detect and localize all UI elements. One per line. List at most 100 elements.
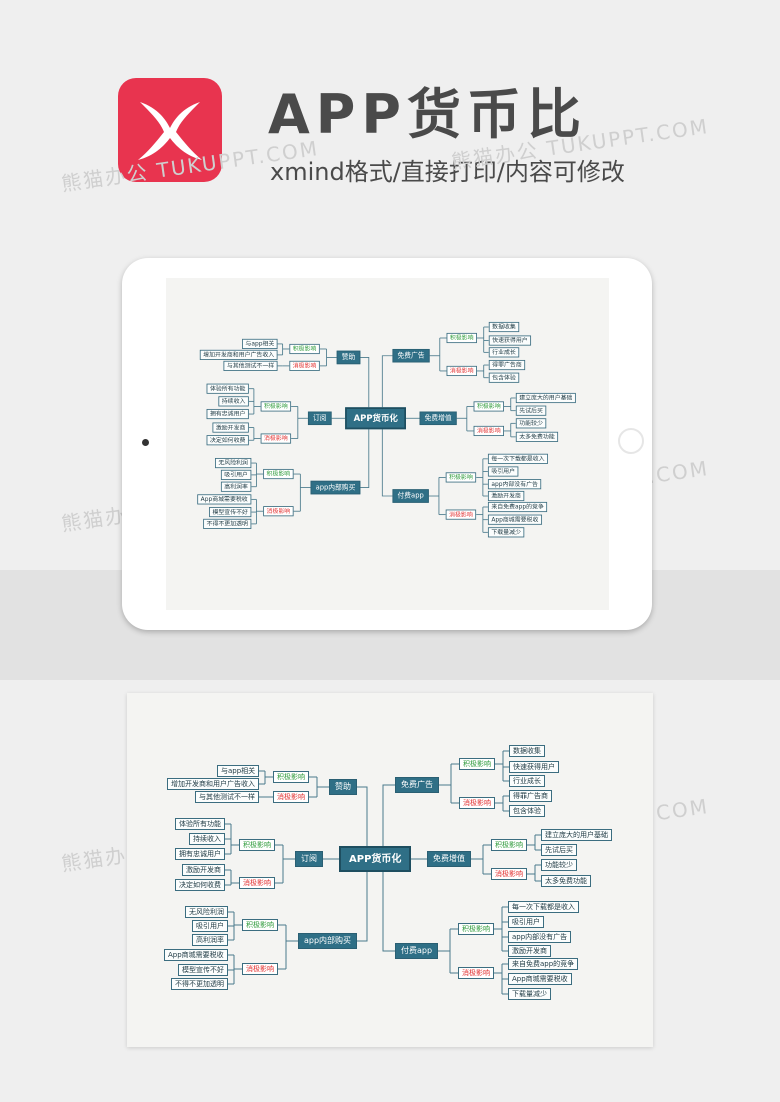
- leaf-item: 增加开发商和用户广告收入: [167, 778, 259, 790]
- leaf-item: 行业成长: [509, 775, 545, 787]
- positive-impact-label: 积极影响: [239, 839, 275, 851]
- leaf-item: 与app相关: [217, 765, 260, 777]
- home-button: [618, 428, 644, 454]
- leaf-item: 吸引用户: [220, 469, 252, 480]
- leaf-item: 不得不更加透明: [203, 518, 252, 529]
- leaf-item: 体验所有功能: [175, 818, 225, 830]
- branch-neigou: app内部购买: [310, 480, 361, 495]
- branch-fufei: 付费app: [395, 943, 439, 959]
- positive-impact-label: 积极影响: [491, 839, 527, 851]
- leaf-item: 数据收集: [488, 321, 520, 333]
- leaf-item: App商城需要税收: [508, 973, 572, 985]
- negative-impact-label: 消极影响: [239, 877, 275, 889]
- mindmap-preview: APP货币化赞助积极影响消极影响与app相关增加开发商和用户广告收入与其他测试不…: [127, 693, 653, 1047]
- leaf-item: App商城需要税收: [164, 949, 228, 961]
- positive-impact-label: 积极影响: [459, 758, 495, 770]
- leaf-item: 每一次下载都是收入: [487, 453, 548, 464]
- leaf-item: 太多免费功能: [541, 875, 591, 887]
- negative-impact-label: 消极影响: [445, 509, 477, 520]
- leaf-item: 建立庞大的用户基础: [515, 392, 576, 404]
- leaf-item: 每一次下载都是收入: [508, 901, 579, 913]
- positive-impact-label: 积极影响: [473, 401, 504, 412]
- leaf-item: 模型宣传不好: [178, 964, 228, 976]
- leaf-item: app内部没有广告: [508, 931, 572, 943]
- positive-impact-label: 积极影响: [242, 919, 278, 931]
- positive-impact-label: 积极影响: [273, 771, 309, 783]
- leaf-item: 功能较少: [515, 418, 547, 429]
- leaf-item: 快速获得用户: [509, 761, 559, 773]
- xmind-x-icon: [138, 102, 202, 160]
- leaf-item: 模型宣传不好: [209, 506, 252, 518]
- leaf-item: 功能较少: [541, 859, 577, 871]
- branch-dingyue: 订阅: [307, 411, 332, 426]
- leaf-item: app内部没有广告: [487, 479, 542, 490]
- leaf-item: 持续收入: [218, 396, 249, 407]
- camera-dot: [142, 439, 149, 446]
- positive-impact-label: 积极影响: [445, 472, 477, 483]
- leaf-item: 高利润率: [220, 481, 252, 492]
- leaf-item: 无风险利润: [215, 457, 252, 469]
- leaf-item: 吸引用户: [508, 916, 544, 928]
- branch-dingyue: 订阅: [295, 851, 323, 867]
- leaf-item: 决定如何收费: [175, 879, 225, 891]
- center-topic: APP货币化: [345, 407, 407, 430]
- leaf-item: 先试后买: [515, 405, 547, 416]
- leaf-item: 数据收集: [509, 745, 545, 757]
- leaf-item: 吸引用户: [192, 920, 228, 932]
- positive-impact-label: 积极影响: [263, 468, 294, 480]
- leaf-item: 先试后买: [541, 844, 577, 856]
- negative-impact-label: 消极影响: [491, 868, 527, 880]
- leaf-item: 吸引用户: [487, 466, 519, 477]
- leaf-item: 激励开发商: [182, 864, 225, 876]
- leaf-item: 行业成长: [488, 347, 520, 358]
- leaf-item: 体验所有功能: [206, 383, 249, 394]
- positive-impact-label: 积极影响: [289, 343, 320, 355]
- page-subtitle: xmind格式/直接打印/内容可修改: [270, 158, 625, 186]
- branch-zengzhi: 免费增值: [419, 411, 457, 426]
- leaf-item: App商城需要税收: [487, 514, 542, 525]
- leaf-item: 增加开发商和用户广告收入: [199, 349, 278, 360]
- xmind-logo: [118, 78, 222, 182]
- branch-zanzhu: 赞助: [329, 779, 357, 795]
- negative-impact-label: 消极影响: [473, 425, 504, 437]
- leaf-item: 包含体验: [488, 372, 520, 383]
- leaf-item: 与其他测试不一样: [223, 360, 278, 371]
- leaf-item: 来自免费app的竞争: [487, 501, 548, 513]
- connector-lines: [225, 750, 541, 995]
- negative-impact-label: 消极影响: [446, 365, 477, 377]
- negative-impact-label: 消极影响: [459, 797, 495, 809]
- branch-guanggao: 免费广告: [395, 777, 439, 793]
- leaf-item: 持续收入: [189, 833, 225, 845]
- negative-impact-label: 消极影响: [458, 967, 494, 979]
- leaf-item: 激励开发商: [508, 945, 551, 957]
- leaf-item: 下载量减少: [487, 527, 525, 538]
- positive-impact-label: 积极影响: [458, 923, 494, 935]
- leaf-item: 建立庞大的用户基础: [541, 829, 612, 841]
- negative-impact-label: 消极影响: [273, 791, 309, 803]
- leaf-item: 决定如何收费: [206, 435, 249, 446]
- leaf-item: 高利润率: [192, 934, 228, 946]
- leaf-item: 激励开发商: [212, 422, 249, 433]
- leaf-item: 与其他测试不一样: [195, 791, 259, 803]
- leaf-item: 快速获得用户: [488, 335, 532, 346]
- center-topic: APP货币化: [339, 846, 412, 872]
- leaf-item: App商城需要税收: [197, 494, 252, 505]
- page-title: APP货币比: [268, 83, 587, 146]
- connector-lines: [248, 326, 516, 533]
- tablet-screen: APP货币化赞助积极影响消极影响与app相关增加开发商和用户广告收入与其他测试不…: [166, 278, 609, 610]
- negative-impact-label: 消极影响: [260, 433, 292, 444]
- branch-zengzhi: 免费增值: [427, 851, 471, 867]
- negative-impact-label: 消极影响: [242, 963, 278, 975]
- branch-zanzhu: 赞助: [336, 350, 361, 365]
- leaf-item: 包含体验: [509, 805, 545, 817]
- leaf-item: 与app相关: [242, 338, 278, 349]
- leaf-item: 不得不更加透明: [171, 978, 228, 990]
- leaf-item: 拥有忠诚用户: [175, 848, 225, 860]
- leaf-item: 激励开发商: [487, 490, 525, 502]
- leaf-item: 拥有忠诚用户: [206, 408, 249, 420]
- branch-neigou: app内部购买: [298, 933, 358, 949]
- negative-impact-label: 消极影响: [263, 506, 294, 517]
- branch-guanggao: 免费广告: [392, 348, 430, 363]
- leaf-item: 无风险利润: [185, 906, 228, 918]
- positive-impact-label: 积极影响: [260, 401, 292, 412]
